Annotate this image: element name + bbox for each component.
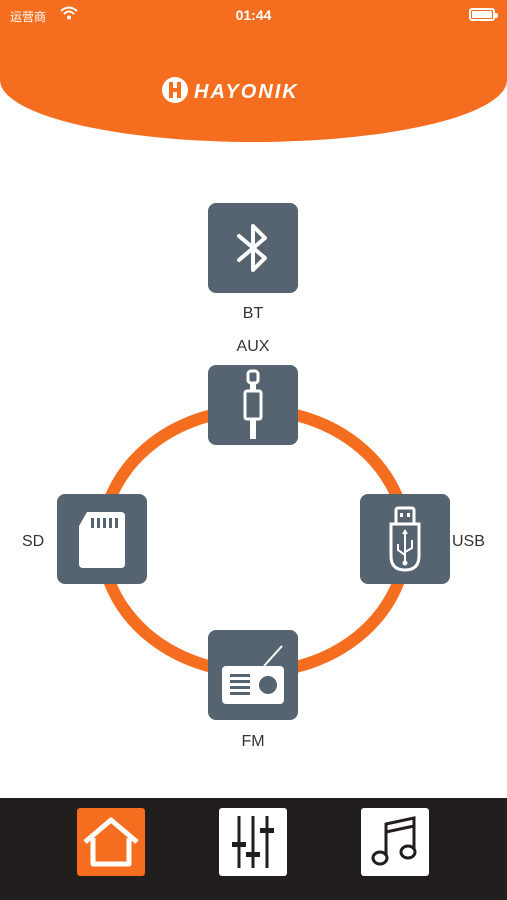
bt-label: BT: [242, 305, 264, 322]
aux-jack-icon: [243, 369, 263, 439]
tab-music[interactable]: [361, 808, 429, 876]
brand-logo: HAYONIK: [162, 77, 299, 103]
clock: 01:44: [235, 7, 272, 23]
sd-card-icon: [79, 512, 125, 568]
fm-source-button[interactable]: [208, 630, 298, 720]
sd-source-button[interactable]: [57, 494, 147, 584]
usb-icon: [389, 506, 421, 572]
brand-text: HAYONIK: [194, 81, 299, 103]
bottom-tab-bar: [0, 798, 507, 900]
header-banner: HAYONIK: [0, 0, 507, 142]
equalizer-icon: [232, 816, 274, 868]
tab-equalizer[interactable]: [219, 808, 287, 876]
aux-source-button[interactable]: [208, 365, 298, 445]
aux-label: AUX: [236, 338, 270, 355]
radio-icon: [222, 645, 284, 704]
status-bar: 运营商 01:44: [0, 0, 507, 30]
battery-icon: [469, 8, 498, 21]
bluetooth-icon: [237, 224, 267, 272]
music-note-icon: [371, 816, 417, 866]
sd-label: SD: [22, 533, 45, 550]
tab-home[interactable]: [77, 808, 145, 876]
carrier-label: 运营商: [10, 10, 47, 24]
fm-label: FM: [241, 733, 265, 750]
bt-source-button[interactable]: [208, 203, 298, 293]
wifi-icon: [60, 6, 78, 20]
home-icon: [83, 817, 139, 867]
usb-label: USB: [452, 533, 485, 550]
usb-source-button[interactable]: [360, 494, 450, 584]
